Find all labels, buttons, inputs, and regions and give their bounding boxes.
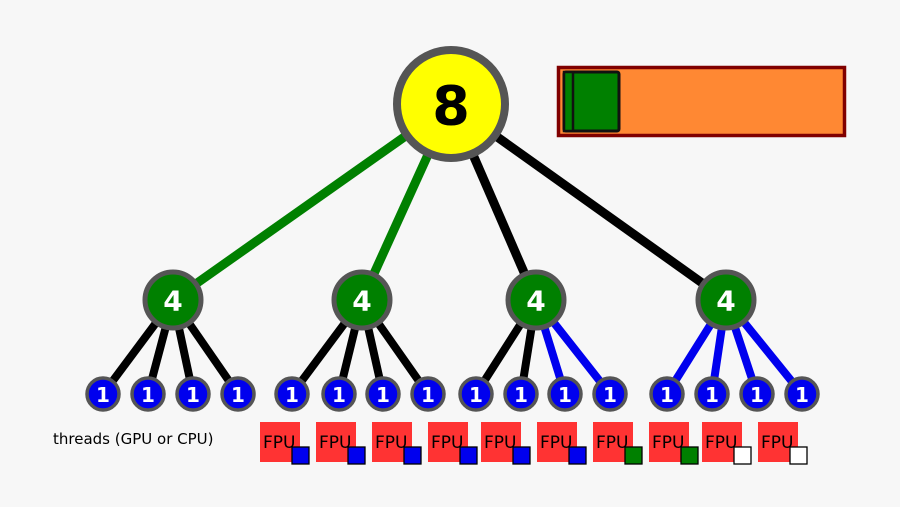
fpu-status-square <box>347 446 366 465</box>
mid-node: 4 <box>695 269 757 331</box>
fpu-row: FPU FPU FPU FPU FPU FPU FPU FPU FPU FPU <box>260 422 808 465</box>
fpu-label: FPU <box>596 433 628 453</box>
threads-caption: threads (GPU or CPU) <box>53 430 214 448</box>
fpu-status-square <box>680 446 699 465</box>
leaf-node-label: 1 <box>421 383 435 407</box>
fpu-unit: FPU <box>481 422 531 465</box>
fpu-status-square <box>459 446 478 465</box>
leaf-node: 1 <box>503 376 539 412</box>
fpu-status-square <box>512 446 531 465</box>
mid-node-label: 4 <box>526 285 545 318</box>
leaf-node-label: 1 <box>750 383 764 407</box>
progress-indicator <box>556 65 847 138</box>
fpu-unit: FPU <box>593 422 643 465</box>
leaf-node: 1 <box>175 376 211 412</box>
leaf-node-label: 1 <box>376 383 390 407</box>
fpu-unit: FPU <box>372 422 422 465</box>
fpu-label: FPU <box>705 433 737 453</box>
leaf-node-label: 1 <box>795 383 809 407</box>
leaf-node-label: 1 <box>285 383 299 407</box>
fpu-unit: FPU <box>702 422 752 465</box>
leaf-node: 1 <box>321 376 357 412</box>
leaf-node: 1 <box>365 376 401 412</box>
leaf-node-label: 1 <box>332 383 346 407</box>
leaf-node-label: 1 <box>231 383 245 407</box>
fpu-status-square <box>624 446 643 465</box>
fpu-label: FPU <box>319 433 351 453</box>
leaf-node: 1 <box>739 376 775 412</box>
leaf-node-label: 1 <box>469 383 483 407</box>
fpu-status-square <box>403 446 422 465</box>
leaf-node-label: 1 <box>705 383 719 407</box>
leaf-node-label: 1 <box>141 383 155 407</box>
fpu-unit: FPU <box>316 422 366 465</box>
leaf-node-label: 1 <box>96 383 110 407</box>
leaf-node-label: 1 <box>603 383 617 407</box>
leaf-node-label: 1 <box>186 383 200 407</box>
leaf-node-label: 1 <box>558 383 572 407</box>
fpu-label: FPU <box>540 433 572 453</box>
fpu-unit: FPU <box>649 422 699 465</box>
mid-node: 4 <box>331 269 393 331</box>
mid-node-label: 4 <box>163 285 182 318</box>
leaf-node: 1 <box>784 376 820 412</box>
fpu-status-square <box>733 446 752 465</box>
root-node-label: 8 <box>432 75 470 138</box>
fpu-label: FPU <box>263 433 295 453</box>
mid-node: 4 <box>505 269 567 331</box>
fpu-unit: FPU <box>537 422 587 465</box>
fpu-unit: FPU <box>260 422 310 465</box>
fpu-unit: FPU <box>758 422 808 465</box>
fpu-label: FPU <box>431 433 463 453</box>
leaf-node: 1 <box>592 376 628 412</box>
leaf-node: 1 <box>694 376 730 412</box>
leaf-node: 1 <box>547 376 583 412</box>
mid-node-label: 4 <box>352 285 371 318</box>
leaf-node: 1 <box>130 376 166 412</box>
leaf-node: 1 <box>649 376 685 412</box>
mid-node-label: 4 <box>716 285 735 318</box>
fpu-label: FPU <box>484 433 516 453</box>
leaf-node: 1 <box>274 376 310 412</box>
leaf-node: 1 <box>85 376 121 412</box>
tree-nodes: 8 4 4 4 4 1 1 1 1 1 1 1 1 1 1 1 1 1 1 1 1 <box>85 46 820 412</box>
leaf-node: 1 <box>410 376 446 412</box>
root-node: 8 <box>393 46 509 162</box>
leaf-node: 1 <box>458 376 494 412</box>
fpu-status-square <box>789 446 808 465</box>
fpu-label: FPU <box>761 433 793 453</box>
fpu-status-square <box>568 446 587 465</box>
fpu-unit: FPU <box>428 422 478 465</box>
leaf-node-label: 1 <box>660 383 674 407</box>
leaf-node: 1 <box>220 376 256 412</box>
fpu-label: FPU <box>652 433 684 453</box>
mid-node: 4 <box>142 269 204 331</box>
fpu-label: FPU <box>375 433 407 453</box>
progress-marker <box>562 70 575 133</box>
leaf-node-label: 1 <box>514 383 528 407</box>
fpu-status-square <box>291 446 310 465</box>
